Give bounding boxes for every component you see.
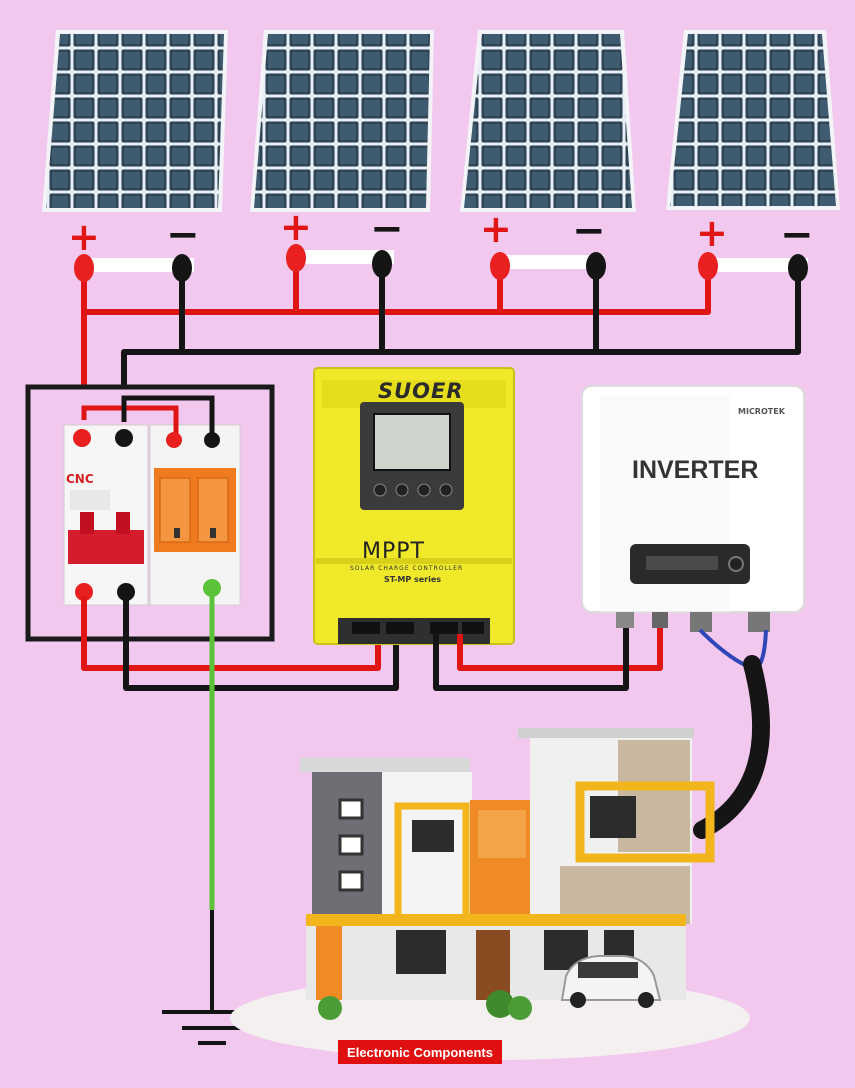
controller-button-1 bbox=[373, 483, 387, 497]
negative-sign-4: − bbox=[780, 212, 814, 258]
positive-sign-1: + bbox=[68, 215, 100, 259]
house-door bbox=[476, 930, 510, 1000]
controller-display bbox=[373, 413, 451, 471]
controller-button-3 bbox=[417, 483, 431, 497]
inverter-unit bbox=[581, 385, 805, 632]
controller-brand: SUOER bbox=[378, 379, 464, 403]
positive-sign-4: + bbox=[696, 211, 728, 255]
negative-connector-2 bbox=[372, 250, 392, 278]
controller-button-4 bbox=[439, 483, 453, 497]
positive-connector-2 bbox=[286, 244, 306, 272]
dc-breaker bbox=[63, 424, 149, 606]
footer-label: Electronic Components bbox=[347, 1045, 493, 1060]
controller-output-wires bbox=[433, 620, 663, 691]
solar-panel-3 bbox=[460, 30, 636, 212]
controller-subtitle: SOLAR CHARGE CONTROLLER bbox=[350, 565, 463, 572]
junction-strip-1 bbox=[82, 258, 194, 272]
positive-connector-4 bbox=[698, 252, 718, 280]
car bbox=[560, 955, 662, 1008]
positive-connector-3 bbox=[490, 252, 510, 280]
junction-strip-4 bbox=[710, 258, 808, 272]
panel-connectors bbox=[74, 244, 808, 282]
breaker-brand: CNC bbox=[66, 472, 94, 486]
negative-connector-3 bbox=[586, 252, 606, 280]
positive-sign-3: + bbox=[480, 207, 512, 251]
solar-panel-4 bbox=[666, 30, 840, 210]
house bbox=[230, 728, 750, 1060]
negative-sign-1: − bbox=[166, 212, 200, 258]
positive-connector-1 bbox=[74, 254, 94, 282]
combiner-box bbox=[25, 384, 275, 642]
footer-label-group: Electronic Components bbox=[338, 1040, 502, 1064]
inverter-knob bbox=[728, 556, 744, 572]
negative-sign-2: − bbox=[370, 206, 404, 252]
ac-output-cable bbox=[693, 628, 770, 839]
negative-connector-4 bbox=[788, 254, 808, 282]
controller-input-wires bbox=[81, 596, 399, 691]
controller-button-2 bbox=[395, 483, 409, 497]
solar-panel-2 bbox=[250, 30, 434, 212]
solar-panel-1 bbox=[42, 30, 228, 212]
mppt-charge-controller bbox=[313, 367, 515, 645]
inverter-brand: MICROTEK bbox=[738, 407, 786, 416]
junction-strip-3 bbox=[500, 255, 604, 269]
positive-sign-2: + bbox=[280, 205, 312, 249]
negative-connector-1 bbox=[172, 254, 192, 282]
inverter-title: INVERTER bbox=[632, 456, 758, 484]
controller-title: MPPT bbox=[362, 539, 425, 564]
negative-sign-3: − bbox=[572, 208, 606, 254]
controller-series: ST-MP series bbox=[384, 575, 441, 584]
junction-strip-2 bbox=[294, 250, 394, 264]
polarity-signs: + − + − + − + − bbox=[68, 205, 814, 259]
